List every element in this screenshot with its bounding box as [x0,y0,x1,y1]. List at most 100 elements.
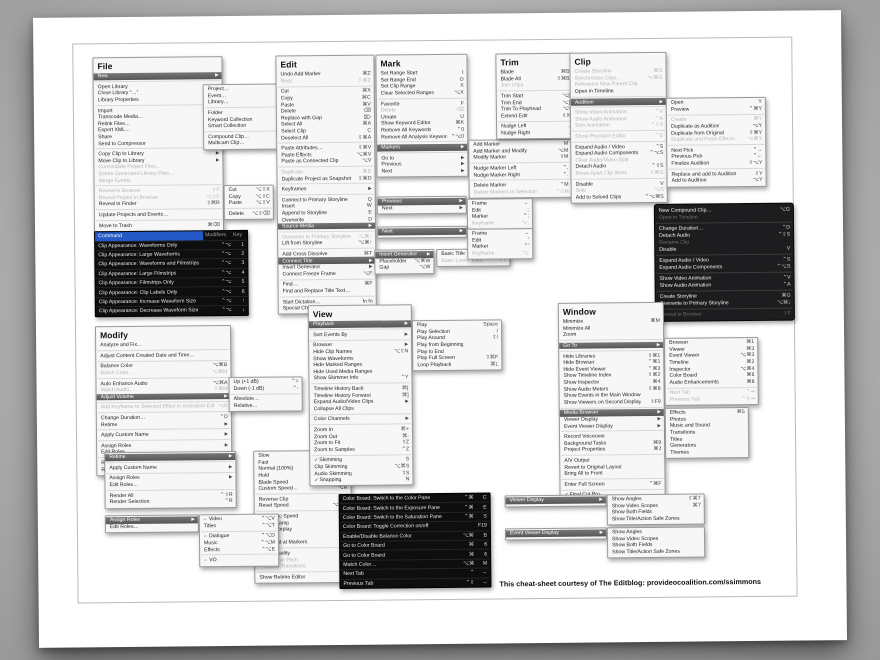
menu-item[interactable]: Retime▶ [105,452,236,461]
menu-item[interactable]: Reveal in Finder⇧⌘R [95,200,223,208]
menu-item-label: Duplicate Project as Snapshot [281,175,352,183]
menu-item[interactable]: Loop Playback⌘L [413,361,501,368]
menu-item-label: Edit [472,237,482,244]
menu-item-shortcut: ⌥Y [753,177,763,184]
menu-item-label: Reset Speed [258,502,289,510]
menu-item[interactable]: Audio Enhancements⌘8 [665,379,757,386]
menu-item[interactable]: Duplicate Project as Snapshot⇧⌘D [278,175,375,183]
menu-item[interactable]: Themes [666,449,748,456]
menu-item-label: Go To [563,342,577,349]
menu-item-shortcut: ⌃⇧R [220,491,233,498]
menu-item[interactable]: Viewer Display▶ [505,496,606,504]
menu-item[interactable]: Show Skimmer Info⌃Y [309,374,411,382]
menu-item[interactable]: Preview⌃⌘Y [667,105,765,113]
menu-item[interactable]: Show Title/Action Safe Zones [608,515,704,523]
menu-item[interactable]: Next▶ [377,167,467,175]
menu-item[interactable]: Retime▶ [97,420,231,428]
menu-item[interactable]: Connect Freeze Frame⌥F [278,270,375,278]
menu-item[interactable]: Sort Events By▶ [309,331,411,339]
menu-item[interactable]: Clear Selected Ranges⌥X [377,90,467,97]
menu-item[interactable]: Project Properties⌘J [560,446,664,454]
menu-item-label: Nudge Marker Right [473,171,520,179]
menu-item[interactable]: Source Media▶ [277,222,376,231]
menu-item[interactable]: Edit Roles… [105,481,235,489]
menu-item[interactable]: Nudge Marker Right⌃. [469,171,571,179]
menu-item[interactable]: –VO [200,557,278,564]
menu-item[interactable]: Add to Soloed Clips⌃⌥⌘S [572,193,667,201]
menu-item-shortcut: ⌃⇧M [555,188,569,195]
shortcut-table-row[interactable]: Clip Appearance: Decrease Waveform Size⌃… [95,305,248,316]
menu-item-shortcut: ; [527,207,529,214]
menu-item[interactable]: Show Audio Animation⌃A [656,281,794,289]
menu-item[interactable]: Show Viewers on Second Display⇧F9 [560,398,664,406]
menu-item[interactable]: Deselect All⇧⌘A [277,134,374,142]
menu-item[interactable]: Remove All Analysis Keywords⌃⌥0 [377,133,467,140]
menu-item[interactable]: Event Viewer Display▶ [505,529,606,537]
menu-item[interactable]: Down (-1 dB)⌃- [230,385,302,392]
menu-item[interactable]: Next▶ [378,204,466,212]
menu-item[interactable]: Go To▶ [559,341,664,350]
menu-item[interactable]: Paste as Connected Clip⌥V [277,158,374,166]
menu-item[interactable]: Zoom to Samples⌃Z [310,446,412,454]
menu-item[interactable]: Open in Timeline [571,88,666,96]
menu-item-shortcut: ⌥M [557,147,569,154]
menu-item[interactable]: Apply Custom Name▶ [97,431,231,439]
menu-item-label: Timeline [669,359,689,366]
menu-item[interactable]: Lift from Storyline⌥⌘↑ [278,240,375,248]
key-label: → [482,579,488,586]
menu-item[interactable]: Analyze and Fix… [96,341,230,349]
menu-item[interactable]: Playback▶ [308,320,411,328]
menu-item[interactable]: Audition▶ [570,98,666,106]
menu-item[interactable]: Next▶ [378,227,467,236]
menu-item[interactable]: Show Retime Editor⌘R [255,573,351,581]
menu-item[interactable]: Collapse All Clips [310,405,412,413]
menu-item[interactable]: Relative… [230,402,302,409]
menu-item[interactable]: Update Projects and Events… [95,211,223,219]
menu-item-shortcut: ⌃' [523,243,530,250]
menu-item[interactable]: Effects⌃⌥E [200,546,278,553]
shortcut-table-row[interactable]: Previous Tab⌃⇧→ [340,577,491,588]
menu-item-label: Delete Markers in Selection [473,188,538,196]
menu-title: Clip [574,56,591,67]
menu-item[interactable]: Apply Custom Name▶ [105,464,235,472]
menu-item-shortcut: ⌥S [654,187,664,194]
menu-item[interactable]: Color Channels▶ [310,415,412,423]
menu-item[interactable]: Extend Edit⇧X [497,112,573,120]
menu-item[interactable]: Show Video Scopes⌘7 [608,502,704,510]
menu-item[interactable]: Delete⌥⇧⌫ [225,210,273,217]
menu-item[interactable]: Nudge Right. [497,129,573,137]
menu-item[interactable]: Bring All to Front [560,470,664,478]
menu-item[interactable]: Markers▶ [377,143,468,152]
menu-item[interactable]: Move to Trash⌘⌫ [95,221,223,229]
menu-item[interactable]: Finalize Audition⇧⌥Y [667,160,765,168]
menu-item[interactable]: New▶ [93,72,222,80]
menu-item[interactable]: Reset Speed⌥⌘R [255,502,351,510]
menu-item[interactable]: Gap⌥W [375,264,433,271]
menu-item[interactable]: Keyframes▶ [278,186,375,194]
menu-item[interactable]: Add to Audition⌥Y [668,177,766,185]
menu-item[interactable]: Enter Full Screen⌃⌘F [560,480,664,488]
menu-item[interactable]: Add Cross Dissolve⌘T [278,250,375,258]
menu-item[interactable]: Paste⌥⇧V [225,200,273,207]
menu-item[interactable]: Adjust Volume▶ [96,392,231,401]
menu-item-label: Relative… [233,402,258,410]
menu-item[interactable]: Render Selection⌃R [106,498,236,506]
submenu-arrow-icon: ▶ [368,257,373,263]
menu-item[interactable]: Find and Replace Title Text… [279,287,376,295]
menu-item[interactable]: Titles⌃⌥T [200,522,278,529]
menu-item[interactable]: Zoom [559,331,663,339]
menu-item[interactable]: Edit Roles… [106,523,198,530]
menu-item[interactable]: Show Title/Action Safe Zones [608,548,704,556]
menu-item[interactable]: Expand Audio Components⌃⌥S [655,263,793,271]
menu-item-label: Consolidate Project Files… [98,164,162,171]
menu-item-label: Add Keyframe to Selected Effect in Anima… [100,403,215,411]
menu-item-shortcut: ⌃A [655,115,664,122]
menu-item[interactable]: Modify Marker⇧M [469,154,571,162]
menu-item-shortcut: ⇧Z [401,439,410,446]
menu-item[interactable]: Overwrite to Primary Storyline⌥⌘↓ [656,299,794,307]
menu-item[interactable]: Event Viewer Display▶ [560,422,664,430]
menu-item[interactable]: Adjust Content Created Date and Time… [96,352,230,360]
